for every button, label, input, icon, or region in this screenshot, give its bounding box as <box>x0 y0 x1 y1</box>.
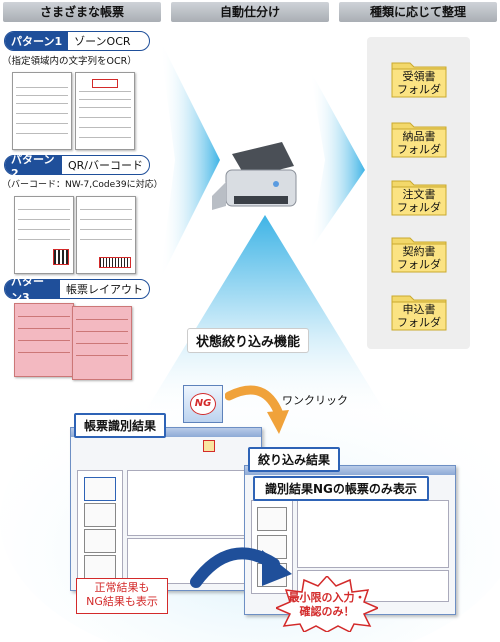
ng-filter-toolbar-button[interactable] <box>203 440 215 452</box>
pattern-1-label: パターン1 ゾーンOCR <box>4 31 150 51</box>
folder-suffix: フォルダ <box>397 258 441 271</box>
folder-name: 受領書 <box>402 70 436 83</box>
folder-suffix: フォルダ <box>397 201 441 214</box>
folder-name: 申込書 <box>402 303 436 316</box>
filter-feature-label: 状態絞り込み機能 <box>188 329 309 352</box>
ocr-zone-box <box>92 79 118 88</box>
ng-only-label: 識別結果NGの帳票のみ表示 <box>253 476 429 501</box>
folder-suffix: フォルダ <box>397 143 441 156</box>
ng-icon: NG <box>190 393 216 415</box>
form-document <box>14 196 74 274</box>
document-preview <box>297 500 449 568</box>
folder-icon <box>391 295 447 331</box>
folder-name: 契約書 <box>402 245 436 258</box>
pattern-1-badge: パターン1 <box>5 32 69 50</box>
barcode-icon <box>99 257 131 268</box>
thumbnail-list[interactable] <box>251 500 293 594</box>
folder-item[interactable]: 申込書フォルダ <box>390 290 448 336</box>
header-organize: 種類に応じて整理 <box>339 2 497 22</box>
folder-suffix: フォルダ <box>397 83 441 96</box>
pattern-3-name: 帳票レイアウト <box>66 283 143 296</box>
document-preview <box>127 470 257 536</box>
header-auto-sort: 自動仕分け <box>171 2 329 22</box>
folder-icon <box>391 180 447 216</box>
starburst-badge <box>276 576 378 632</box>
header-documents: さまざまな帳票 <box>3 2 161 22</box>
form-document <box>12 72 72 150</box>
list-item[interactable] <box>84 529 116 553</box>
one-click-label: ワンクリック <box>282 394 348 407</box>
arrow-beam-down <box>140 215 390 420</box>
curved-arrow-icon <box>190 547 292 588</box>
pattern-2-label: パターン2 QR/バーコード <box>4 153 150 180</box>
normal-line-2: NG結果も表示 <box>86 595 158 608</box>
list-item[interactable] <box>84 477 116 501</box>
folder-item[interactable]: 納品書フォルダ <box>390 117 448 163</box>
thumbnail-list[interactable] <box>77 470 123 584</box>
pattern-3-label: パターン3 帳票レイアウト <box>4 275 150 304</box>
pattern-3-badge: パターン3 <box>5 275 60 304</box>
folder-name: 納品書 <box>402 130 436 143</box>
pattern-2-badge: パターン2 <box>5 153 62 180</box>
pattern-1-name: ゾーンOCR <box>74 35 131 48</box>
form-document <box>75 72 135 150</box>
minimal-line-2: 確認のみ！ <box>299 605 355 618</box>
list-item[interactable] <box>84 503 116 527</box>
scanner-icon <box>212 142 297 210</box>
folder-item[interactable]: 注文書フォルダ <box>390 175 448 221</box>
ng-filter-button[interactable]: NG <box>183 385 223 423</box>
list-item[interactable] <box>84 555 116 579</box>
arrow-beam-left <box>160 40 220 280</box>
filter-result-label: 絞り込み結果 <box>248 447 341 472</box>
folder-icon <box>391 237 447 273</box>
folder-name: 注文書 <box>402 188 436 201</box>
arrow-beam-right <box>310 70 365 250</box>
folder-icon <box>391 62 447 98</box>
layout-document <box>72 306 132 380</box>
folder-suffix: フォルダ <box>397 316 441 329</box>
form-document <box>76 196 136 274</box>
result-label: 帳票識別結果 <box>74 413 167 438</box>
pattern-2-sub: （バーコード：NW-7,Code39に対応） <box>2 180 163 190</box>
minimal-line-1: 最小限の入力・ <box>288 591 366 604</box>
list-item[interactable] <box>257 507 287 531</box>
qr-code-icon <box>53 249 69 265</box>
pattern-1-sub: （指定領域内の文字列をOCR） <box>2 56 137 67</box>
pattern-2-name: QR/バーコード <box>67 159 143 172</box>
folder-icon <box>391 122 447 158</box>
folder-item[interactable]: 受領書フォルダ <box>390 57 448 103</box>
normal-result-note: 正常結果も NG結果も表示 <box>76 578 168 614</box>
minimal-note: 最小限の入力・ 確認のみ！ <box>282 591 372 619</box>
folder-item[interactable]: 契約書フォルダ <box>390 232 448 278</box>
one-click-arrow-icon <box>225 385 289 434</box>
layout-document <box>14 303 74 377</box>
normal-line-1: 正常結果も <box>94 581 150 594</box>
